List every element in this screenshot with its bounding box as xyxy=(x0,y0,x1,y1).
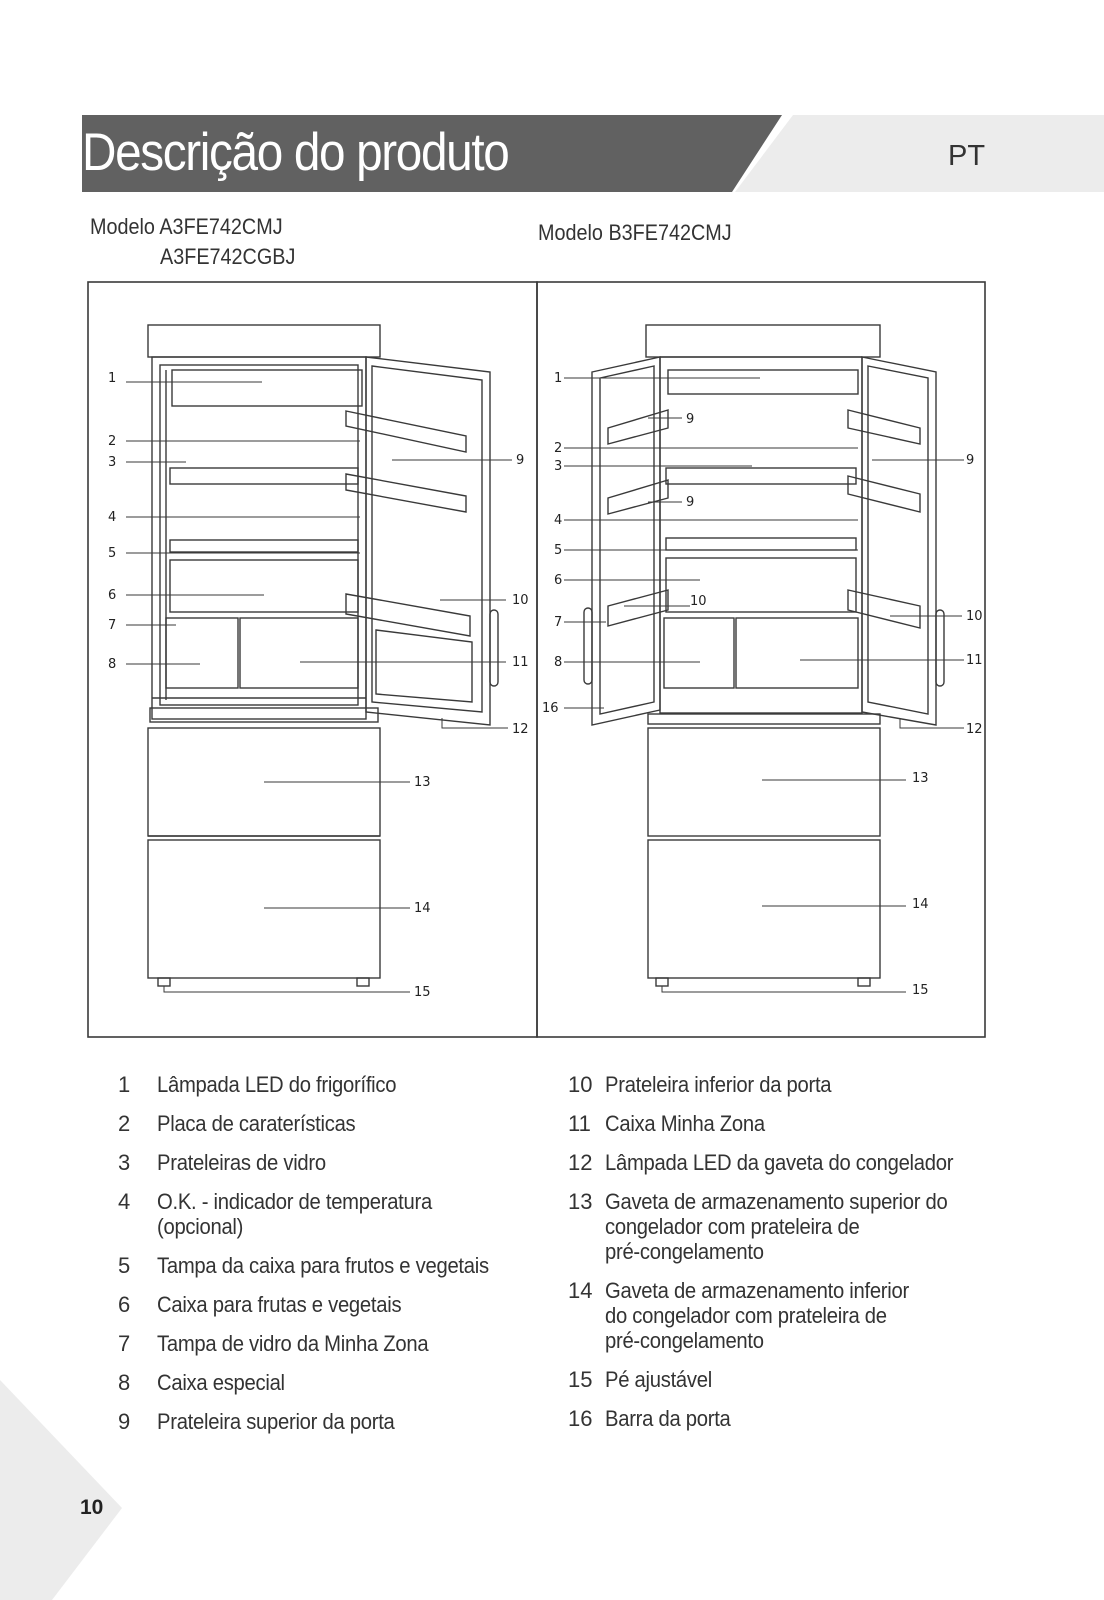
left-callout-13: 13 xyxy=(414,775,431,790)
legend-item: 4 O.K. - indicador de temperatura (opcion… xyxy=(112,1189,542,1239)
legend-text: Gaveta de armazenamento inferior do cong… xyxy=(605,1278,909,1353)
legend-item: 14 Gaveta de armazenamento inferior do co… xyxy=(560,1278,1000,1353)
legend-text: Prateleira inferior da porta xyxy=(605,1072,832,1097)
legend-item: 3 Prateleiras de vidro xyxy=(112,1150,542,1175)
left-callout-12: 12 xyxy=(512,722,529,737)
legend-number: 6 xyxy=(118,1292,131,1317)
legend-text: Caixa especial xyxy=(157,1370,285,1395)
right-callout-14: 14 xyxy=(912,897,929,912)
legend-item: 13 Gaveta de armazenamento superior do co… xyxy=(560,1189,1000,1264)
legend-item: 16 Barra da porta xyxy=(560,1406,1000,1431)
left-callout-9: 9 xyxy=(516,453,524,468)
fridge-diagram: 1 2 3 4 5 6 7 8 9 10 11 12 13 14 15 1 2 … xyxy=(87,281,986,1038)
left-callout-6: 6 xyxy=(108,588,116,603)
model-left-name: Modelo A3FE742CMJ xyxy=(90,214,283,239)
right-callout-11: 11 xyxy=(966,653,983,668)
legend-number: 5 xyxy=(118,1253,131,1278)
right-callout-9c: 9 xyxy=(966,453,974,468)
legend-text: Caixa Minha Zona xyxy=(605,1111,765,1136)
legend-text: O.K. - indicador de temperatura (opciona… xyxy=(157,1189,432,1239)
left-callout-11: 11 xyxy=(512,655,529,670)
left-callout-5: 5 xyxy=(108,546,116,561)
legend-text: Caixa para frutas e vegetais xyxy=(157,1292,402,1317)
legend-item: 2 Placa de caraterísticas xyxy=(112,1111,542,1136)
right-callout-16: 16 xyxy=(542,701,559,716)
left-callout-10: 10 xyxy=(512,593,529,608)
left-callout-4: 4 xyxy=(108,510,116,525)
legend-item: 12 Lâmpada LED da gaveta do congelador xyxy=(560,1150,1000,1175)
legend-number: 1 xyxy=(118,1072,131,1097)
legend-right-column: 10 Prateleira inferior da porta 11 Caixa Mi… xyxy=(560,1072,1000,1445)
legend-text: Prateleira superior da porta xyxy=(157,1409,395,1434)
legend-left-column: 1 Lâmpada LED do frigorífico 2 Placa de car… xyxy=(112,1072,542,1448)
legend-number: 13 xyxy=(568,1189,593,1214)
right-fridge-drawing xyxy=(583,324,945,987)
legend-item: 7 Tampa de vidro da Minha Zona xyxy=(112,1331,542,1356)
left-callout-15: 15 xyxy=(414,985,431,1000)
legend-item: 10 Prateleira inferior da porta xyxy=(560,1072,1000,1097)
model-left-variant: A3FE742CGBJ xyxy=(160,244,296,269)
right-callout-4: 4 xyxy=(554,513,562,528)
legend-item: 6 Caixa para frutas e vegetais xyxy=(112,1292,542,1317)
right-callout-9b: 9 xyxy=(686,495,694,510)
left-callout-14: 14 xyxy=(414,901,431,916)
right-callout-8: 8 xyxy=(554,655,562,670)
legend-number: 4 xyxy=(118,1189,131,1214)
legend-number: 7 xyxy=(118,1331,131,1356)
title-banner xyxy=(82,115,782,192)
page-corner-decoration xyxy=(0,1380,122,1600)
right-callout-5: 5 xyxy=(554,543,562,558)
right-callout-6: 6 xyxy=(554,573,562,588)
right-callout-2: 2 xyxy=(554,441,562,456)
right-callout-1: 1 xyxy=(554,371,562,386)
right-callout-13: 13 xyxy=(912,771,929,786)
legend-number: 3 xyxy=(118,1150,131,1175)
legend-number: 9 xyxy=(118,1409,131,1434)
legend-number: 14 xyxy=(568,1278,593,1303)
legend-item: 9 Prateleira superior da porta xyxy=(112,1409,542,1434)
right-callout-7: 7 xyxy=(554,615,562,630)
legend-item: 8 Caixa especial xyxy=(112,1370,542,1395)
legend-item: 1 Lâmpada LED do frigorífico xyxy=(112,1072,542,1097)
legend-text: Tampa de vidro da Minha Zona xyxy=(157,1331,429,1356)
legend-text: Prateleiras de vidro xyxy=(157,1150,326,1175)
left-callout-1: 1 xyxy=(108,371,116,386)
right-callout-15: 15 xyxy=(912,983,929,998)
legend-text: Lâmpada LED do frigorífico xyxy=(157,1072,397,1097)
legend-number: 10 xyxy=(568,1072,593,1097)
legend-text: Gaveta de armazenamento superior do cong… xyxy=(605,1189,948,1264)
left-callout-7: 7 xyxy=(108,618,116,633)
legend-text: Pé ajustável xyxy=(605,1367,712,1392)
legend-item: 5 Tampa da caixa para frutos e vegetais xyxy=(112,1253,542,1278)
legend-number: 12 xyxy=(568,1150,593,1175)
legend-number: 16 xyxy=(568,1406,593,1431)
legend-item: 15 Pé ajustável xyxy=(560,1367,1000,1392)
left-callout-3: 3 xyxy=(108,455,116,470)
page-title: Descrição do produto xyxy=(82,123,510,182)
right-callout-9a: 9 xyxy=(686,412,694,427)
legend-number: 8 xyxy=(118,1370,131,1395)
legend-number: 11 xyxy=(568,1111,591,1136)
legend-number: 15 xyxy=(568,1367,593,1392)
left-fridge-drawing xyxy=(147,324,499,987)
left-callout-2: 2 xyxy=(108,434,116,449)
right-callout-10b: 10 xyxy=(966,609,983,624)
right-callout-10a: 10 xyxy=(690,594,707,609)
right-callout-12: 12 xyxy=(966,722,983,737)
model-right-name: Modelo B3FE742CMJ xyxy=(538,220,732,245)
right-callout-3: 3 xyxy=(554,459,562,474)
legend-text: Lâmpada LED da gaveta do congelador xyxy=(605,1150,954,1175)
language-code: PT xyxy=(948,140,986,172)
language-tab xyxy=(735,115,1104,192)
legend-item: 11 Caixa Minha Zona xyxy=(560,1111,1000,1136)
left-callout-8: 8 xyxy=(108,657,116,672)
legend-text: Placa de caraterísticas xyxy=(157,1111,356,1136)
legend-number: 2 xyxy=(118,1111,131,1136)
legend-text: Barra da porta xyxy=(605,1406,731,1431)
legend-text: Tampa da caixa para frutos e vegetais xyxy=(157,1253,489,1278)
page-number: 10 xyxy=(80,1496,104,1519)
